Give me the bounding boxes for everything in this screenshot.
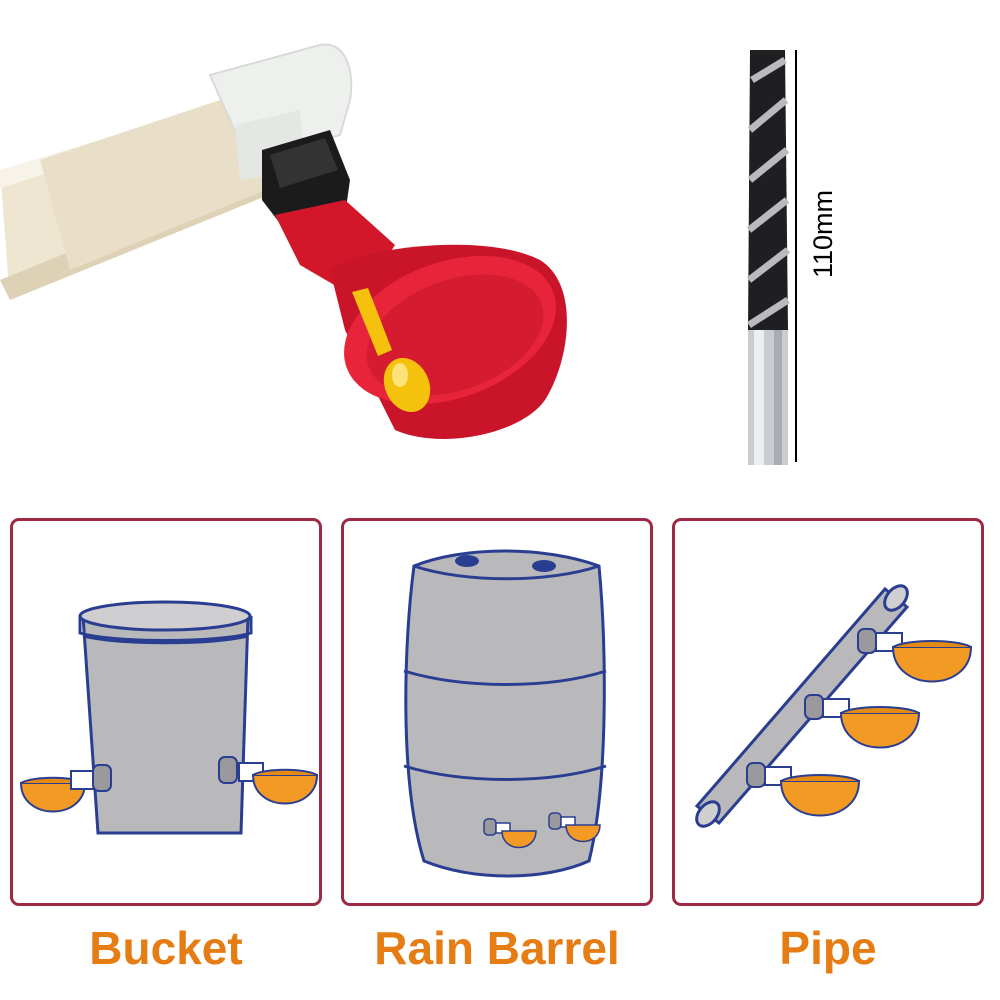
waterer-cup-photo: [0, 43, 567, 439]
yellow-nipple: [352, 288, 431, 413]
barrel-cup-right: [548, 812, 601, 843]
bucket-cup-right: [218, 756, 319, 805]
bucket-panel: [10, 518, 322, 906]
rain-barrel-illustration: [403, 549, 607, 878]
bucket-cup-left: [19, 764, 112, 813]
drill-length-label: 110mm: [808, 189, 838, 278]
bucket-illustration: [19, 600, 319, 835]
bucket-label: Bucket: [89, 922, 243, 974]
pipe-panel: [672, 518, 984, 906]
pipe-cup-top: [857, 628, 973, 683]
rain-barrel-panel: [341, 518, 653, 906]
pipe-illustration: [694, 584, 973, 828]
rain-barrel-label: Rain Barrel: [374, 922, 620, 974]
drill-bit: [746, 50, 791, 465]
pipe-cup-middle: [804, 694, 921, 749]
drill-bit-photo: [746, 50, 797, 465]
pipe-cup-bottom: [746, 762, 861, 817]
pipe-label: Pipe: [779, 922, 877, 974]
barrel-cup-left: [483, 818, 537, 849]
